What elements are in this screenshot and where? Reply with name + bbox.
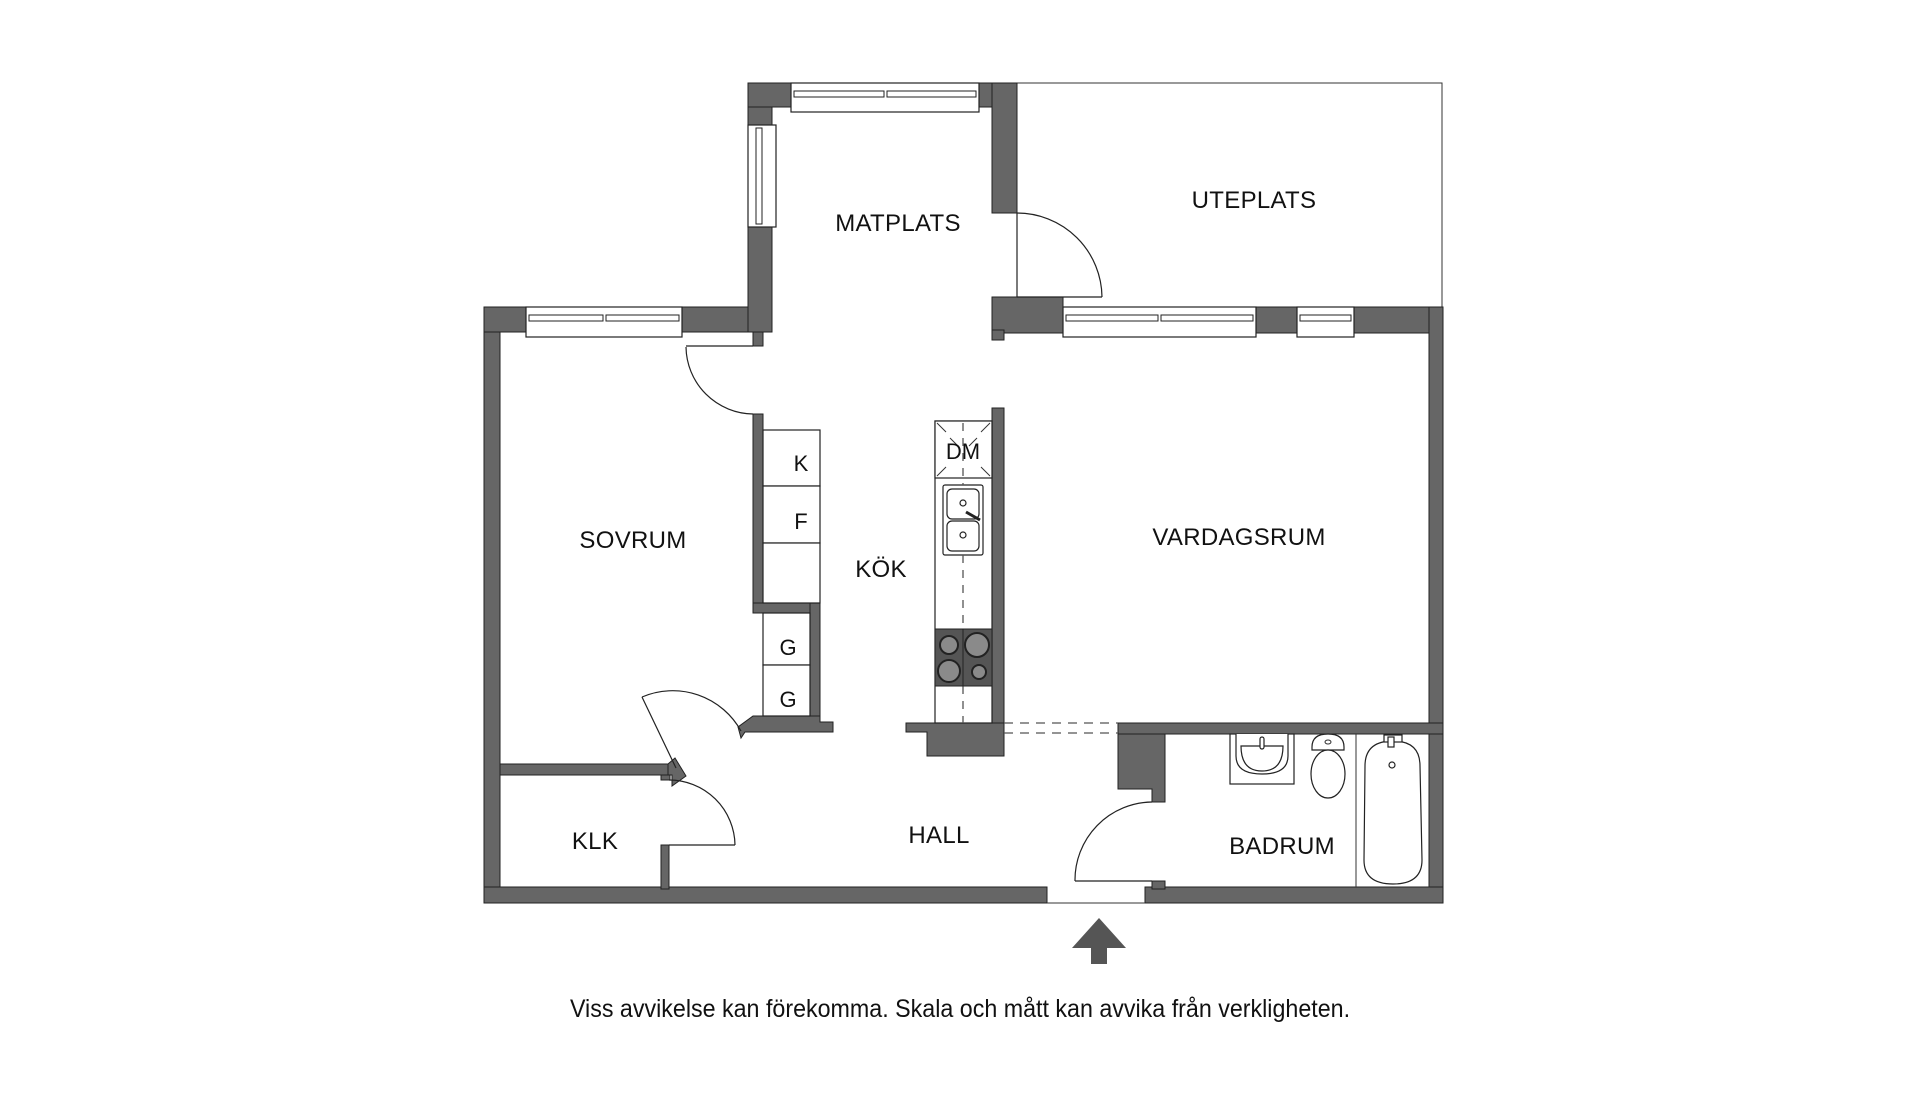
room-label-matplats: MATPLATS xyxy=(835,210,961,237)
wall-kitchen-end xyxy=(905,722,1005,757)
cabinet-unit xyxy=(762,542,821,604)
wall-kitchen-left xyxy=(752,413,764,614)
uteplats-area xyxy=(1017,82,1443,307)
wall-matplats-right xyxy=(991,82,1018,214)
wardrobe-label-1: G xyxy=(779,635,796,660)
kitchen-left-units: K F G G xyxy=(762,429,821,717)
window-matplats-top xyxy=(790,82,980,113)
door-sovrum-kitchen[interactable] xyxy=(685,345,754,415)
room-label-badrum: BADRUM xyxy=(1229,833,1335,860)
window-sovrum xyxy=(525,306,683,338)
wall-uteplats-block xyxy=(991,296,1064,334)
fridge-unit xyxy=(762,429,821,487)
door-uteplats[interactable] xyxy=(1016,212,1103,298)
wall-bottom-left xyxy=(483,886,1048,904)
bathroom-fixtures xyxy=(1229,733,1423,887)
wall-wardrobe-bottom xyxy=(737,715,834,740)
wall-uteplats-step xyxy=(991,329,1005,341)
freezer-unit xyxy=(762,485,821,544)
wall-right xyxy=(1428,306,1444,904)
bathtub-icon xyxy=(1363,734,1423,885)
wall-matplats-top-a xyxy=(747,82,792,108)
window-matplats-left xyxy=(747,124,777,228)
wall-matplats-left-b xyxy=(747,226,773,333)
room-label-klk: KLK xyxy=(572,828,618,855)
door-klk[interactable] xyxy=(668,779,736,846)
room-label-kok: KÖK xyxy=(855,556,907,583)
washbasin-icon xyxy=(1229,733,1295,785)
room-label-uteplats: UTEPLATS xyxy=(1192,187,1317,214)
disclaimer-caption: Viss avvikelse kan förekomma. Skala och … xyxy=(569,995,1351,1023)
wall-sovrum-klk xyxy=(499,763,673,776)
wardrobe-label-2: G xyxy=(779,687,796,712)
freezer-label: F xyxy=(794,509,807,534)
wall-wardrobe-right xyxy=(809,602,821,723)
sink-icon xyxy=(942,484,984,556)
open-boundary xyxy=(1004,722,1118,734)
windows xyxy=(525,82,1355,338)
doors xyxy=(641,212,1153,904)
wall-vardagsrum-top-a xyxy=(1255,306,1298,334)
stove-icon xyxy=(934,628,993,687)
room-label-vardagsrum: VARDAGSRUM xyxy=(1152,524,1325,551)
window-vardagsrum-1 xyxy=(1062,306,1257,338)
wall-klk-jamb-top xyxy=(660,774,671,781)
room-label-sovrum: SOVRUM xyxy=(579,527,686,554)
wall-door-jamb xyxy=(1151,880,1166,890)
window-vardagsrum-2 xyxy=(1296,306,1355,338)
room-label-hall: HALL xyxy=(908,822,969,849)
wall-bathroom-block xyxy=(1117,722,1166,803)
door-badrum[interactable] xyxy=(1074,801,1153,882)
wall-bathroom-top xyxy=(1117,722,1444,735)
wall-left xyxy=(483,306,501,904)
room-labels: MATPLATS UTEPLATS SOVRUM KÖK VARDAGSRUM … xyxy=(572,187,1335,860)
wardrobe-unit-2 xyxy=(762,664,811,717)
toilet-icon xyxy=(1310,733,1346,799)
wall-kitchen-right xyxy=(991,407,1005,757)
wall-top-sovrum-a xyxy=(483,306,527,333)
kitchen-counter: DM xyxy=(934,420,993,724)
wall-bottom-right xyxy=(1144,886,1444,904)
walls xyxy=(483,82,1444,904)
arrow-up-icon xyxy=(1072,918,1126,964)
fridge-label: K xyxy=(794,451,809,476)
wall-klk-right xyxy=(660,844,670,890)
door-sovrum-hall[interactable] xyxy=(641,690,742,769)
